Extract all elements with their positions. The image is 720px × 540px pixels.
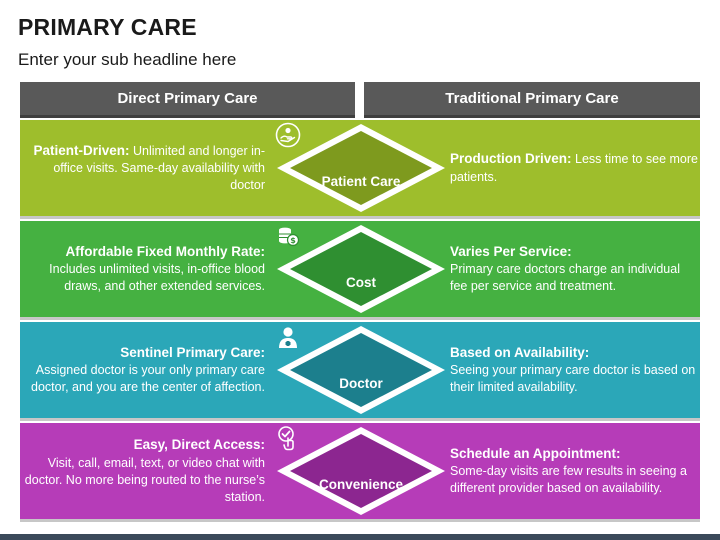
- direct-heading: Affordable Fixed Monthly Rate:: [65, 243, 265, 259]
- traditional-description: Schedule an Appointment: Some-day visits…: [450, 423, 698, 519]
- traditional-heading: Production Driven:: [450, 151, 572, 167]
- diamond-shape: [277, 427, 445, 515]
- direct-description: Easy, Direct Access: Visit, call, email,…: [20, 423, 265, 519]
- row-doctor: Sentinel Primary Care: Assigned doctor i…: [20, 322, 700, 421]
- direct-body: Unlimited and longer in-office visits. S…: [53, 143, 265, 193]
- diamond-label: Doctor: [339, 376, 383, 391]
- direct-description: Patient-Driven: Unlimited and longer in-…: [20, 120, 265, 216]
- page-title: PRIMARY CARE: [18, 14, 197, 40]
- coin-stack-icon: $: [279, 227, 300, 247]
- svg-text:$: $: [290, 236, 296, 245]
- row-cost: Affordable Fixed Monthly Rate: Includes …: [20, 221, 700, 320]
- diamond-shape: [277, 124, 445, 212]
- hand-person-icon: [275, 122, 301, 148]
- diamond-convenience: Convenience: [275, 425, 447, 517]
- direct-description: Sentinel Primary Care: Assigned doctor i…: [20, 322, 265, 418]
- header-direct-primary-care: Direct Primary Care: [20, 82, 355, 118]
- diamond-patient-care: Patient Care: [275, 122, 447, 214]
- diamond-shape: [277, 225, 445, 313]
- diamond-shape: [277, 326, 445, 414]
- row-patient-care: Patient-Driven: Unlimited and longer in-…: [20, 120, 700, 219]
- direct-heading: Easy, Direct Access:: [133, 437, 265, 453]
- diamond-label: Patient Care: [321, 174, 401, 189]
- traditional-description: Production Driven: Less time to see more…: [450, 120, 698, 216]
- traditional-description: Based on Availability: Seeing your prima…: [450, 322, 698, 418]
- diamond-label: Convenience: [318, 477, 404, 492]
- direct-heading: Patient-Driven:: [33, 142, 130, 158]
- direct-body: Visit, call, email, text, or video chat …: [24, 455, 265, 504]
- diamond-doctor: Doctor: [275, 324, 447, 416]
- traditional-body: Primary care doctors charge an individua…: [450, 262, 680, 294]
- traditional-body: Some-day visits are few results in seein…: [450, 464, 687, 496]
- direct-body: Includes unlimited visits, in-office blo…: [49, 262, 265, 294]
- doctor-icon: [279, 327, 297, 348]
- traditional-body: Less time to see more patients.: [450, 152, 698, 184]
- traditional-body: Seeing your primary care doctor is based…: [450, 363, 696, 395]
- direct-heading: Sentinel Primary Care:: [120, 344, 265, 360]
- traditional-description: Varies Per Service: Primary care doctors…: [450, 221, 698, 317]
- traditional-heading: Varies Per Service:: [450, 243, 572, 259]
- direct-body: Assigned doctor is your only primary car…: [31, 363, 265, 395]
- diamond-cost: $ Cost: [275, 223, 447, 315]
- traditional-heading: Based on Availability:: [450, 344, 590, 360]
- diamond-label: Cost: [346, 275, 376, 290]
- traditional-heading: Schedule an Appointment:: [450, 445, 621, 461]
- page-subtitle: Enter your sub headline here: [18, 50, 237, 69]
- direct-description: Affordable Fixed Monthly Rate: Includes …: [20, 221, 265, 317]
- header-traditional-primary-care: Traditional Primary Care: [364, 82, 700, 118]
- footer-bar: [0, 534, 720, 540]
- touch-check-icon: [278, 426, 294, 451]
- row-convenience: Easy, Direct Access: Visit, call, email,…: [20, 423, 700, 522]
